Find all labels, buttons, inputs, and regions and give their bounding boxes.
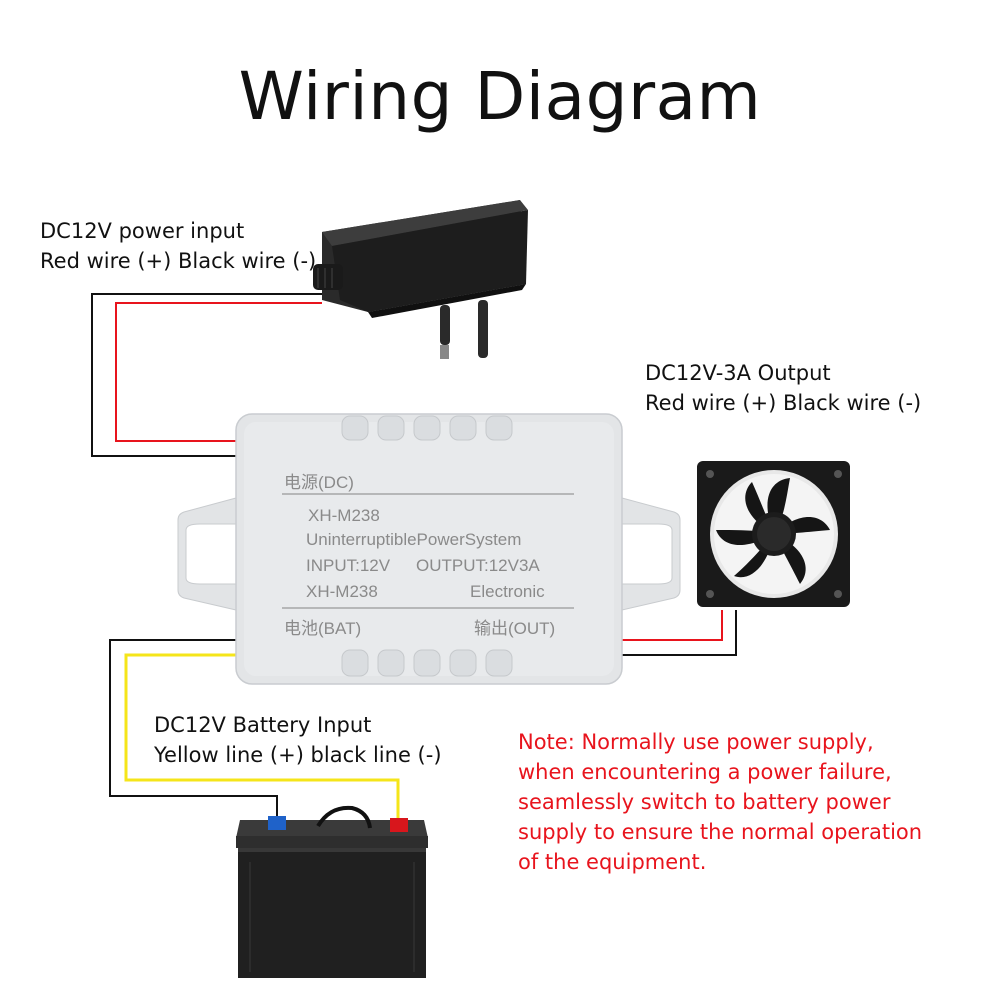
note-block: Note: Normally use power supply, when en… (518, 727, 922, 877)
battery-yellow-wire (124, 653, 400, 822)
battery-input-line2: Yellow line (+) black line (-) (154, 743, 442, 767)
fan-black-wire (622, 610, 737, 656)
module-name: UninterruptiblePowerSystem (306, 530, 522, 549)
module-input-spec: INPUT:12V (306, 556, 391, 575)
battery-input-line1: DC12V Battery Input (154, 713, 372, 737)
note-line: of the equipment. (518, 850, 707, 874)
output-label: DC12V-3A Output Red wire (+) Black wire … (645, 358, 921, 418)
battery-image (236, 805, 428, 978)
power-input-line2: Red wire (+) Black wire (-) (40, 249, 317, 273)
power-input-line1: DC12V power input (40, 219, 245, 243)
diagram-title: Wiring Diagram (238, 58, 762, 135)
module-model-2: XH-M238 (306, 582, 378, 601)
battery-black-wire (109, 639, 278, 818)
module-out-label: 输出(OUT) (474, 619, 556, 638)
module-output-spec: OUTPUT:12V3A (416, 556, 540, 575)
note-line: seamlessly switch to battery power (518, 790, 891, 814)
output-line1: DC12V-3A Output (645, 361, 831, 385)
fan-image (697, 461, 850, 607)
power-adapter-image (313, 200, 528, 359)
module-model: XH-M238 (308, 506, 380, 525)
adapter-black-wire (91, 293, 322, 457)
module-bat-label: 电池(BAT) (284, 619, 362, 638)
note-line: Note: Normally use power supply, (518, 730, 874, 754)
note-line: supply to ensure the normal operation (518, 820, 923, 844)
power-input-label: DC12V power input Red wire (+) Black wir… (40, 216, 316, 276)
output-line2: Red wire (+) Black wire (-) (645, 391, 922, 415)
adapter-red-wire (115, 302, 322, 442)
module-brand: Electronic (470, 582, 545, 601)
note-line: when encountering a power failure, (518, 760, 892, 784)
ups-module-image (177, 413, 681, 685)
fan-red-wire (622, 610, 723, 641)
battery-input-label: DC12V Battery Input Yellow line (+) blac… (154, 710, 442, 770)
module-dc-label: 电源(DC) (284, 473, 354, 492)
